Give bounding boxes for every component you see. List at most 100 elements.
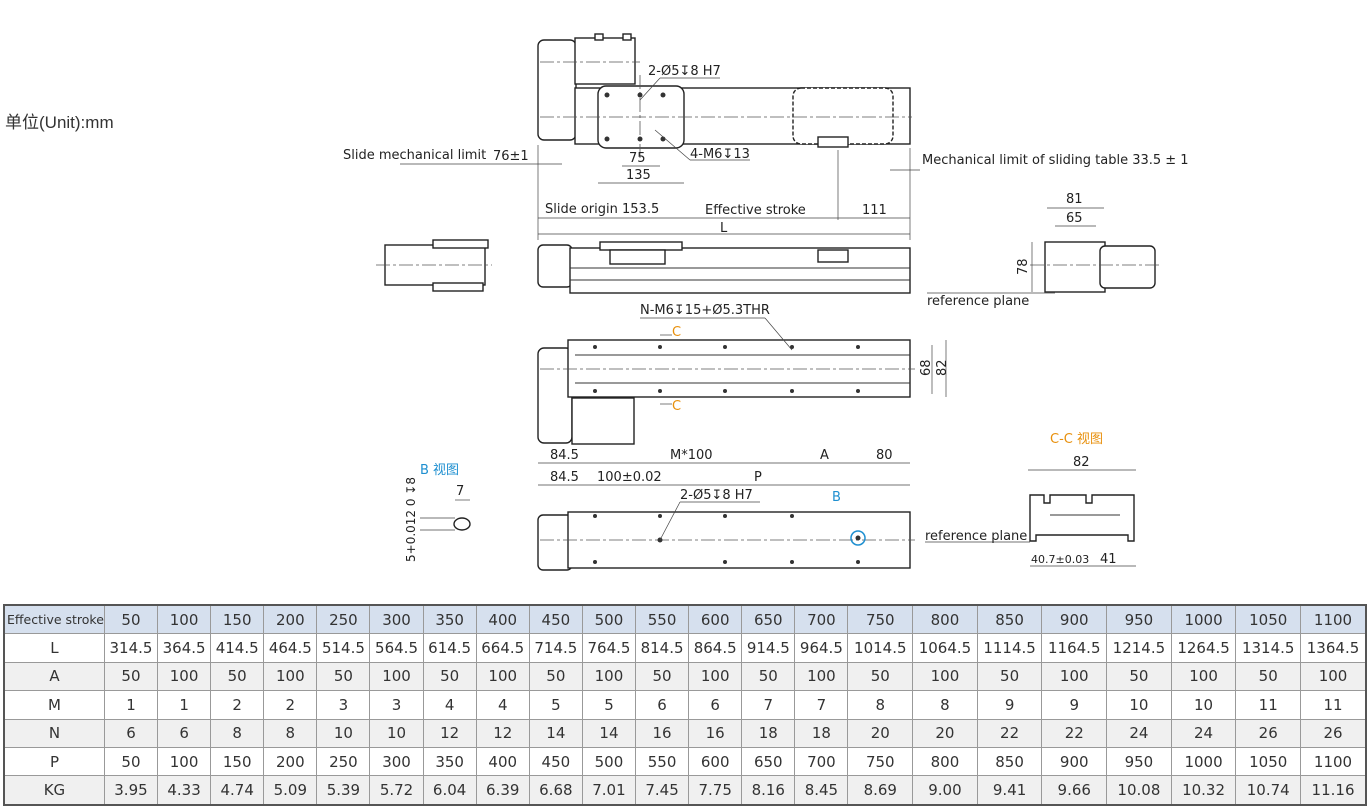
table-cell: 1264.5: [1170, 633, 1237, 663]
table-cell: 24: [1106, 718, 1172, 748]
table-cell: 300: [369, 604, 424, 635]
table-cell: 10.08: [1106, 775, 1172, 806]
table-cell: 614.5: [422, 633, 477, 663]
view-b-title: B 视图: [420, 463, 459, 478]
table-cell: 100: [157, 661, 212, 692]
table-cell: 450: [528, 746, 583, 777]
table-cell: 11: [1235, 690, 1302, 720]
table-cell: 650: [741, 604, 796, 635]
table-cell: 50: [103, 661, 159, 692]
table-cell: 10: [369, 718, 424, 748]
table-cell: 1014.5: [847, 633, 914, 663]
table-cell: 914.5: [741, 633, 796, 663]
dim-84-5-a: 84.5: [550, 448, 579, 463]
table-cell: 550: [635, 604, 690, 635]
table-cell: 50: [316, 661, 371, 692]
table-cell: 12: [475, 718, 530, 748]
side-view: [537, 241, 911, 294]
table-cell: 9.66: [1041, 775, 1108, 806]
dim-41: 41: [1100, 552, 1117, 567]
table-cell: 50: [635, 661, 690, 692]
row-label: Effective stroke: [3, 604, 105, 635]
table-cell: 1214.5: [1106, 633, 1172, 663]
table-cell: 12: [422, 718, 477, 748]
table-cell: 6: [635, 690, 690, 720]
table-cell: 9.41: [976, 775, 1043, 806]
table-cell: 2: [210, 690, 265, 720]
table-cell: 5.39: [316, 775, 371, 806]
thread-spec-top: 4-M6↧13: [690, 147, 750, 162]
dim-78: 78: [1016, 258, 1031, 275]
table-cell: 26: [1300, 718, 1367, 748]
table-cell: 400: [475, 604, 530, 635]
table-cell: 22: [1041, 718, 1108, 748]
slide-origin: Slide origin 153.5: [545, 202, 659, 217]
table-cell: 6: [157, 718, 212, 748]
table-cell: 950: [1106, 604, 1172, 635]
row-label: A: [3, 661, 105, 692]
table-cell: 4: [475, 690, 530, 720]
row-label: L: [3, 633, 105, 663]
table-cell: 450: [528, 604, 583, 635]
table-cell: 964.5: [794, 633, 849, 663]
table-cell: 6.68: [528, 775, 583, 806]
table-cell: 1050: [1235, 746, 1302, 777]
table-cell: 1064.5: [912, 633, 978, 663]
table-cell: 764.5: [581, 633, 637, 663]
table-cell: 9.00: [912, 775, 978, 806]
table-cell: 100: [581, 661, 637, 692]
table-cell: 7.45: [635, 775, 690, 806]
table-cell: 9: [1041, 690, 1108, 720]
underside-view: 84.5 100±0.02 P 2-Ø5↧8 H7 B: [537, 470, 915, 571]
table-cell: 700: [794, 746, 849, 777]
table-cell: 10: [316, 718, 371, 748]
dim-135: 135: [626, 168, 651, 183]
table-cell: 18: [741, 718, 796, 748]
table-cell: 4: [422, 690, 477, 720]
table-cell: 314.5: [103, 633, 159, 663]
table-cell: 100: [912, 661, 978, 692]
table-cell: 900: [1041, 604, 1108, 635]
table-cell: 3: [369, 690, 424, 720]
unit-label: 单位(Unit):mm: [5, 113, 114, 132]
table-cell: 26: [1235, 718, 1302, 748]
table-cell: 100: [794, 661, 849, 692]
table-cell: 11.16: [1300, 775, 1367, 806]
reference-plane-1: reference plane: [927, 294, 1029, 309]
table-cell: 300: [369, 746, 424, 777]
table-cell: 800: [912, 604, 978, 635]
table-cell: 364.5: [157, 633, 212, 663]
table-cell: 464.5: [263, 633, 318, 663]
table-cell: 2: [263, 690, 318, 720]
table-cell: 8: [210, 718, 265, 748]
effective-stroke-label: Effective stroke: [705, 203, 806, 218]
section-c-bottom: C: [672, 399, 681, 414]
table-cell: 500: [581, 604, 637, 635]
dim-75: 75: [629, 151, 646, 166]
table-cell: 10.32: [1170, 775, 1237, 806]
table-cell: 9: [976, 690, 1043, 720]
table-cell: 50: [741, 661, 796, 692]
table-cell: 1100: [1300, 746, 1367, 777]
view-b-marker: B: [832, 490, 841, 505]
table-cell: 50: [1106, 661, 1172, 692]
row-label: P: [3, 746, 105, 777]
dim-80: 80: [876, 448, 893, 463]
dim-100: 100±0.02: [597, 470, 662, 485]
dim-65: 65: [1066, 211, 1083, 226]
table-cell: 200: [263, 746, 318, 777]
table-cell: 1050: [1235, 604, 1302, 635]
hole-spec-bottom: 2-Ø5↧8 H7: [680, 488, 753, 503]
table-cell: 14: [528, 718, 583, 748]
dim-84-5-b: 84.5: [550, 470, 579, 485]
table-cell: 814.5: [635, 633, 690, 663]
table-cell: 714.5: [528, 633, 583, 663]
table-cell: 100: [263, 661, 318, 692]
table-cell: 11: [1300, 690, 1367, 720]
